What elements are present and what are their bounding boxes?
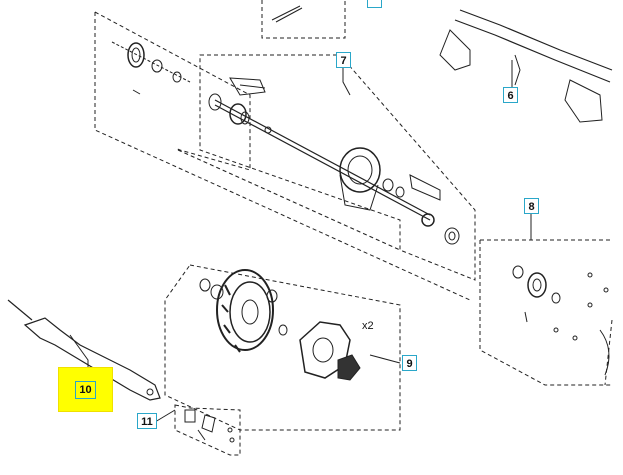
callout-part-8: 8 bbox=[524, 198, 539, 214]
callout-top-partial bbox=[367, 0, 382, 8]
wheel bbox=[199, 269, 278, 353]
callout-part-7: 7 bbox=[336, 52, 351, 68]
leader-lines bbox=[69, 60, 532, 423]
pinion-gear-left bbox=[111, 41, 191, 95]
top-box-partial bbox=[261, 0, 346, 39]
callout-part-10-label: 10 bbox=[75, 381, 96, 399]
callout-part-6: 6 bbox=[503, 87, 518, 103]
gear-assembly-outline bbox=[94, 11, 471, 301]
quantity-multiplier: x2 bbox=[362, 320, 374, 332]
differential-hub bbox=[339, 147, 460, 245]
pinion-assembly-box-part-8 bbox=[479, 239, 613, 386]
wheel-box-part-9 bbox=[164, 264, 401, 431]
handle-frame-part-6 bbox=[439, 9, 613, 123]
gearbox-box-part-7 bbox=[199, 54, 476, 281]
wheel-hubcap bbox=[278, 321, 361, 381]
axle-shaft bbox=[208, 77, 431, 221]
pinion-gear-right bbox=[512, 265, 610, 376]
callout-part-9: 9 bbox=[402, 355, 417, 371]
callout-part-11: 11 bbox=[137, 413, 157, 429]
callout-part-10-highlighted: 10 bbox=[58, 367, 113, 412]
drive-lever-part-10 bbox=[7, 299, 161, 401]
bracket-parts-part-11 bbox=[174, 404, 241, 456]
